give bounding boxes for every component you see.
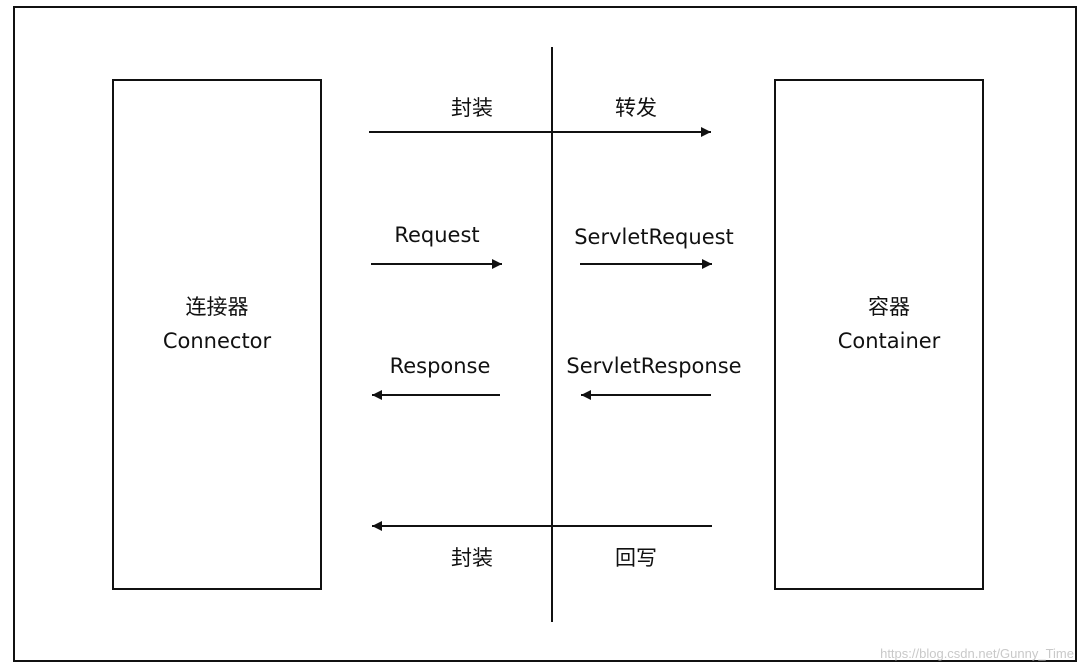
label-response: Response (390, 354, 491, 378)
label-request: Request (394, 223, 479, 247)
connector-box (112, 79, 322, 590)
container-box (774, 79, 984, 590)
label-wrap-top: 封装 (451, 96, 493, 120)
connector-title-cn: 连接器 (186, 295, 249, 319)
label-servlet-request: ServletRequest (574, 225, 734, 249)
connector-title-en: Connector (163, 329, 272, 353)
label-wrap-bottom: 封装 (451, 546, 493, 570)
label-servlet-response: ServletResponse (566, 354, 741, 378)
label-write-back: 回写 (615, 546, 657, 570)
label-forward: 转发 (615, 96, 657, 120)
outer-frame (13, 6, 1077, 662)
watermark: https://blog.csdn.net/Gunny_Time (880, 646, 1074, 661)
container-title-cn: 容器 (868, 295, 910, 319)
container-title-en: Container (838, 329, 941, 353)
